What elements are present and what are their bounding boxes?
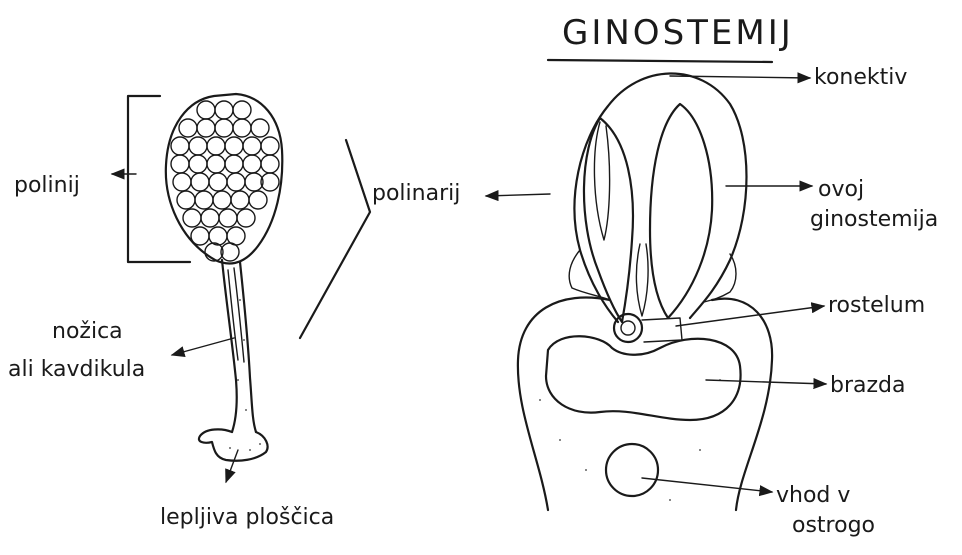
label-rostelum: rostelum: [828, 293, 925, 318]
pollen-cell: [233, 119, 251, 137]
pollen-cell: [189, 155, 207, 173]
pollen-cell: [227, 173, 245, 191]
pollen-cell: [189, 137, 207, 155]
spur-entrance: [606, 444, 658, 496]
pollen-cell: [261, 173, 279, 191]
pollinarium-drawing: [128, 94, 282, 461]
arrow-nozica: [172, 338, 234, 355]
pollen-cell: [179, 119, 197, 137]
stigma: [546, 336, 741, 420]
pollinium-right: [650, 104, 712, 318]
arrow-vhod: [642, 478, 772, 492]
rostellum-inner: [621, 321, 635, 335]
pollen-cell: [191, 227, 209, 245]
polinij-bracket: [128, 96, 190, 262]
pollen-cell: [225, 137, 243, 155]
pollen-cell: [201, 209, 219, 227]
pollen-cell: [209, 173, 227, 191]
pollen-cell: [177, 191, 195, 209]
pollen-cell: [261, 155, 279, 173]
rostellum-lip: [642, 318, 682, 342]
label-ostrogo: ostrogo: [792, 513, 875, 538]
label-ovoj: ovoj: [818, 177, 864, 202]
label-brazda: brazda: [830, 373, 906, 398]
pollen-cell: [251, 119, 269, 137]
pollen-cell: [191, 173, 209, 191]
pollen-cell: [171, 155, 189, 173]
pollen-cell: [261, 137, 279, 155]
pollen-cell: [171, 137, 189, 155]
pollen-cell: [233, 101, 251, 119]
label-nozica: nožica: [52, 319, 123, 344]
arrow-polinarij: [486, 194, 550, 196]
label-lepljiva: lepljiva ploščica: [160, 505, 334, 530]
label-kavdikula: ali kavdikula: [8, 357, 145, 382]
pollen-cell: [183, 209, 201, 227]
pollen-cell: [197, 101, 215, 119]
pollen-cell: [197, 119, 215, 137]
label-polinij: polinij: [14, 173, 80, 198]
pollen-cell: [219, 209, 237, 227]
anther-cap: [575, 73, 747, 322]
rostellum-outer: [614, 314, 642, 342]
caudicle-stalk: [222, 260, 256, 432]
label-polinarij: polinarij: [372, 181, 460, 206]
pollen-cell: [207, 137, 225, 155]
column-texture: [539, 379, 721, 501]
pollen-cell: [245, 173, 263, 191]
pollen-cell: [249, 191, 267, 209]
title: GINOSTEMIJ: [562, 13, 794, 53]
pollen-cell: [215, 101, 233, 119]
gynostemium-drawing: [518, 73, 772, 510]
pollen-cell: [225, 155, 243, 173]
label-vhod: vhod v: [776, 483, 850, 508]
pollen-cell: [209, 227, 227, 245]
title-underline: [548, 60, 772, 62]
pollen-cell: [237, 209, 255, 227]
pollen-cell: [243, 155, 261, 173]
pollen-cell: [195, 191, 213, 209]
polinarij-chevron: [300, 140, 370, 338]
pollinium-inner: [594, 122, 648, 316]
pollen-cell: [243, 137, 261, 155]
arrow-konektiv: [670, 76, 810, 78]
pollen-cell: [227, 227, 245, 245]
arrow-brazda: [706, 380, 826, 384]
label-ginostemija: ginostemija: [810, 207, 938, 232]
label-konektiv: konektiv: [814, 65, 907, 90]
arrow-lepljiva: [226, 450, 238, 482]
viscidium: [199, 429, 268, 460]
pollen-cell: [231, 191, 249, 209]
pollen-cell: [207, 155, 225, 173]
pollen-cell: [173, 173, 191, 191]
pollen-cell: [215, 119, 233, 137]
pollen-cell: [213, 191, 231, 209]
